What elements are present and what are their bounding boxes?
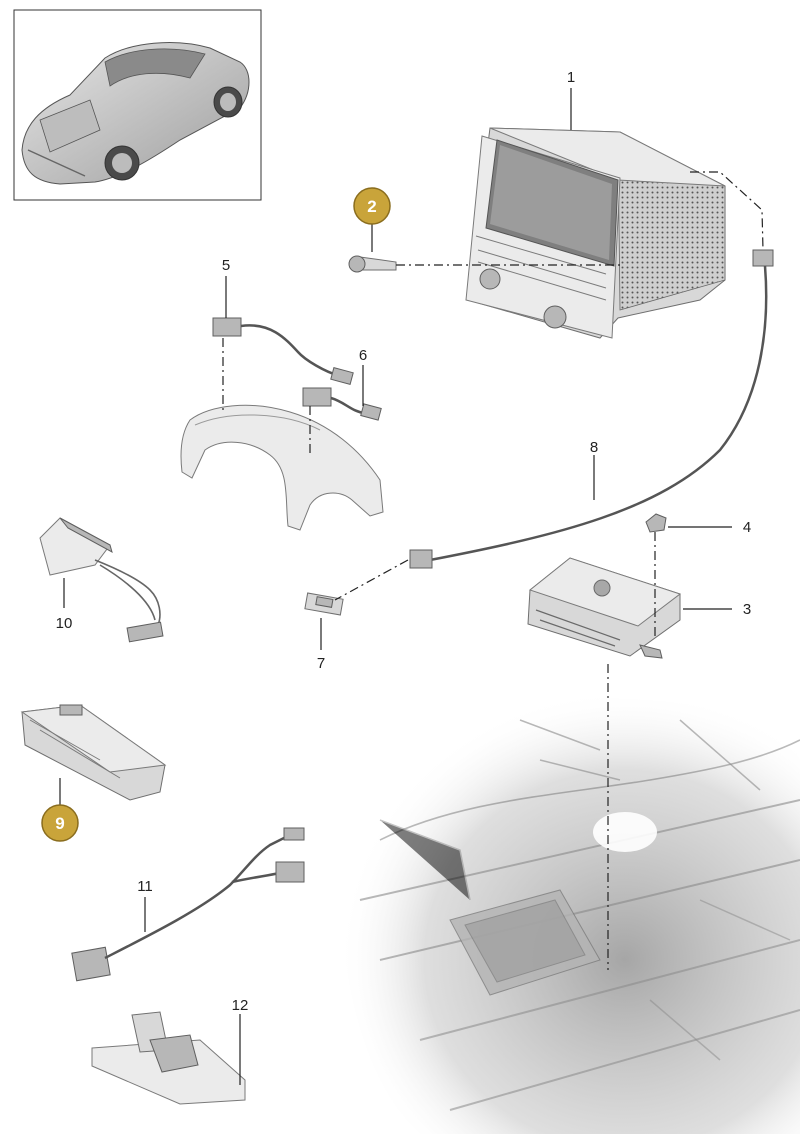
- callout-label-1: 1: [567, 69, 575, 86]
- cable-harness-6: [302, 387, 382, 421]
- assembly-lines: [222, 171, 764, 970]
- badge-circle: [41, 804, 79, 842]
- connector-7: [304, 592, 344, 616]
- callout-5: 5: [222, 257, 230, 274]
- antenna-cable-8: [409, 249, 774, 569]
- callout-label-6: 6: [359, 347, 367, 364]
- callout-12: 12: [232, 997, 249, 1014]
- sensor-module-10: [39, 517, 164, 643]
- screw: [348, 255, 397, 273]
- callout-label-12: 12: [232, 997, 249, 1014]
- display-head-unit: [465, 127, 726, 339]
- control-unit-9: [20, 704, 167, 801]
- control-box-3: [527, 557, 682, 659]
- cable-harness-11: [71, 827, 305, 982]
- callout-label-5: 5: [222, 257, 230, 274]
- callout-label-7: 7: [317, 655, 325, 672]
- car-illustration: [21, 42, 250, 185]
- callout-label-8: 8: [590, 439, 598, 456]
- callout-label-3: 3: [743, 601, 751, 618]
- vehicle-thumbnail: [13, 9, 262, 201]
- control-knobs: [479, 268, 567, 329]
- callout-6: 6: [359, 347, 367, 364]
- callout-label-10: 10: [56, 615, 73, 632]
- callout-4: 4: [743, 519, 751, 536]
- callout-label-2: 2: [367, 197, 376, 216]
- callout-11: 11: [137, 878, 153, 895]
- leader-lines: [59, 88, 732, 1085]
- nut-4: [645, 513, 667, 533]
- callout-label-4: 4: [743, 519, 751, 536]
- cable-harness-5: [212, 317, 354, 385]
- callout-10: 10: [56, 615, 73, 632]
- callout-9: 9: [41, 804, 79, 842]
- callout-label-9: 9: [55, 814, 64, 833]
- vehicle-floor-panel: [338, 697, 800, 1134]
- mounting-bracket-12: [91, 1011, 246, 1105]
- callout-label-11: 11: [137, 878, 153, 895]
- callout-1: 1: [567, 69, 575, 86]
- callout-3: 3: [743, 601, 751, 618]
- steering-column-cover: [180, 404, 384, 531]
- callout-8: 8: [590, 439, 598, 456]
- callout-7: 7: [317, 655, 325, 672]
- badge-circle: [353, 187, 391, 225]
- callout-2: 2: [353, 187, 391, 225]
